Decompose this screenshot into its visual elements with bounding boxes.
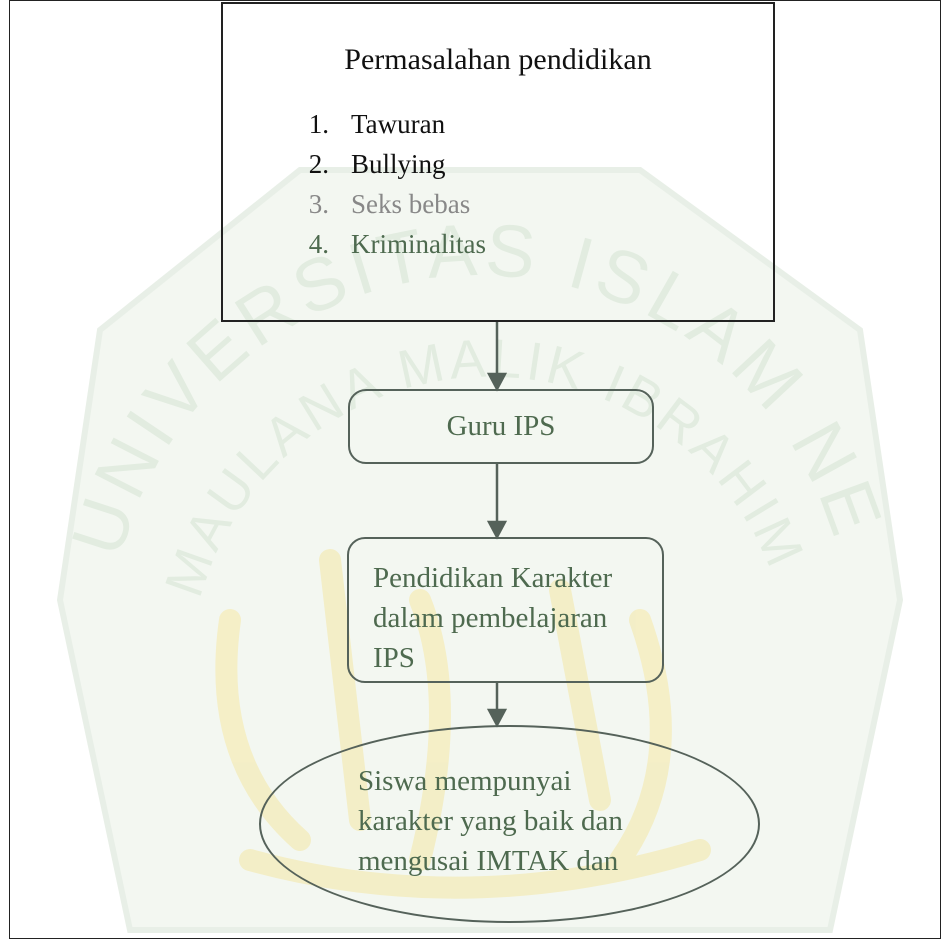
- list-item-label: Bullying: [351, 149, 446, 179]
- outcome-text: Siswa mempunyai karakter yang baik dan m…: [358, 761, 623, 881]
- frame-right-border: [940, 0, 941, 939]
- character-education-text: Pendidikan Karakter dalam pembelajaran I…: [373, 558, 612, 678]
- list-item-number: 1.: [308, 109, 329, 139]
- text-line: dalam pembelajaran: [373, 602, 608, 634]
- text-line: IPS: [373, 642, 415, 674]
- list-item-label: Tawuran: [351, 109, 446, 139]
- list-item-label: Kriminalitas: [351, 229, 486, 259]
- arrow-head-2: [486, 520, 508, 540]
- list-item: 1. Tawuran: [279, 104, 486, 144]
- list-item-number: 2.: [308, 149, 329, 179]
- character-education-box: Pendidikan Karakter dalam pembelajaran I…: [347, 537, 664, 683]
- problems-title: Permasalahan pendidikan: [344, 43, 652, 76]
- text-line: karakter yang baik dan: [358, 805, 623, 837]
- frame-top-border: [9, 0, 941, 1]
- problems-list: 1. Tawuran 2. Bullying 3. Seks bebas 4. …: [279, 104, 486, 264]
- arrow-head-1: [486, 372, 508, 392]
- text-line: mengusai IMTAK dan: [358, 845, 619, 877]
- arrow-head-3: [486, 708, 508, 728]
- guru-ips-label: Guru IPS: [446, 410, 556, 442]
- frame-left-border: [9, 0, 10, 939]
- list-item-number: 3.: [308, 189, 329, 219]
- list-item: 4. Kriminalitas: [279, 224, 486, 264]
- list-item-number: 4.: [308, 229, 329, 259]
- text-line: Siswa mempunyai: [358, 765, 572, 797]
- guru-ips-box: Guru IPS: [348, 389, 654, 464]
- list-item: 3. Seks bebas: [279, 184, 486, 224]
- problems-box: Permasalahan pendidikan 1. Tawuran 2. Bu…: [221, 2, 775, 322]
- outcome-ellipse: Siswa mempunyai karakter yang baik dan m…: [259, 725, 760, 923]
- list-item: 2. Bullying: [279, 144, 486, 184]
- text-line: Pendidikan Karakter: [373, 562, 613, 594]
- list-item-label: Seks bebas: [351, 189, 471, 219]
